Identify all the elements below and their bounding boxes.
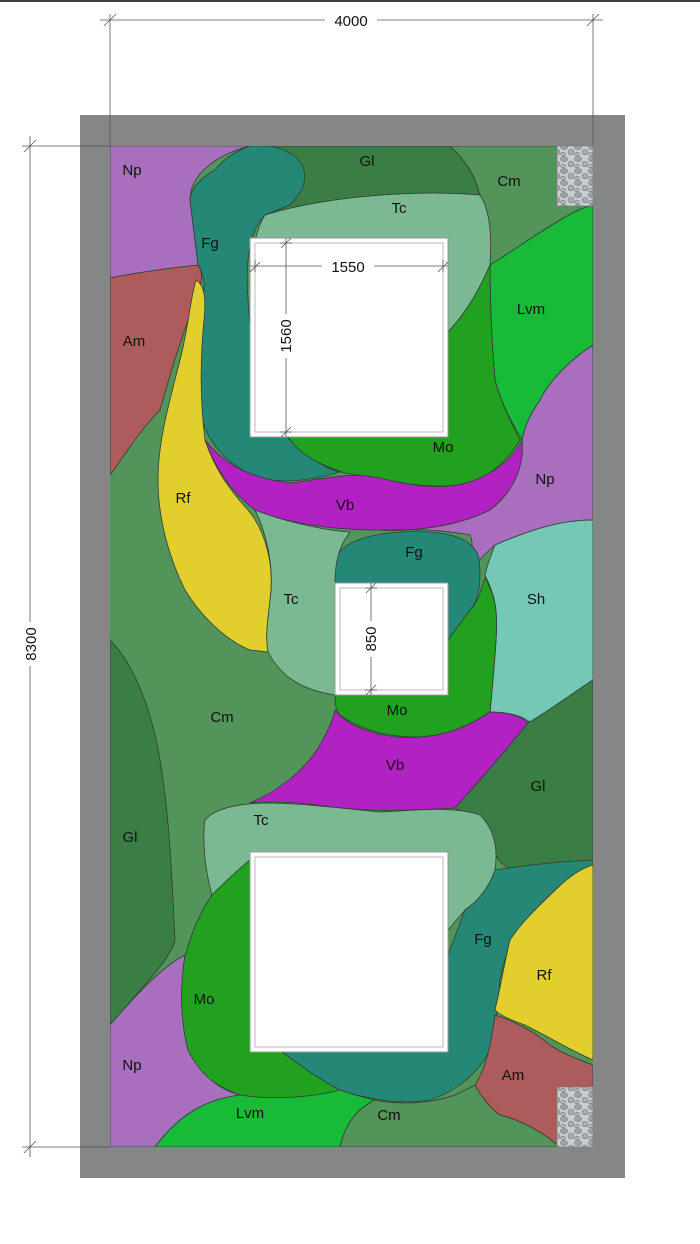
label-lvm-b: Lvm — [236, 1105, 264, 1122]
zone-gl-l — [110, 639, 176, 1026]
label-tc-mid: Tc — [284, 591, 300, 608]
zone-tc-mid — [254, 509, 351, 696]
zone-labels: Np Gl Cm Fg Tc Am Lvm Rf Mo Vb Np Fg Tc … — [122, 153, 554, 1124]
dim-middle-opening-height: 850 — [363, 626, 380, 651]
label-am-l: Am — [123, 333, 146, 350]
openings — [249, 237, 449, 1053]
dim-bg-middle-height — [362, 621, 380, 657]
label-np-bl: Np — [122, 1057, 141, 1074]
label-fg-top: Fg — [201, 235, 219, 252]
zones — [110, 146, 593, 1147]
opening-middle — [334, 582, 449, 696]
label-mo-bot: Mo — [194, 991, 215, 1008]
dim-bg-height — [19, 622, 41, 666]
label-cm-tr: Cm — [497, 173, 520, 190]
zone-gl-r — [454, 679, 593, 871]
label-mo-mid: Mo — [387, 702, 408, 719]
dim-overall-width: 4000 — [334, 13, 367, 30]
dim-bg-upper-height — [277, 314, 295, 358]
label-gl-l: Gl — [123, 829, 138, 846]
gravel-bottom-right — [556, 1086, 594, 1148]
gravel-top-right — [556, 145, 594, 207]
label-sh-r: Sh — [527, 591, 545, 608]
label-vb-top: Vb — [336, 497, 354, 514]
zone-fg-top — [189, 146, 341, 482]
dim-upper-opening-width: 1550 — [331, 259, 364, 276]
label-rf-l: Rf — [176, 490, 192, 507]
label-gl-r: Gl — [531, 778, 546, 795]
zone-cm-b — [339, 1084, 561, 1147]
label-np-r: Np — [535, 471, 554, 488]
zone-mo-top — [287, 264, 521, 487]
zone-rf-r — [494, 864, 593, 1061]
dim-upper-opening-height: 1560 — [278, 319, 295, 352]
label-cm-mid: Cm — [210, 709, 233, 726]
dim-overall-height: 8300 — [23, 627, 40, 660]
label-mo-top: Mo — [433, 439, 454, 456]
label-gl-top: Gl — [360, 153, 375, 170]
label-fg-mid: Fg — [405, 544, 423, 561]
dim-bg-width — [325, 10, 377, 30]
label-lvm-r: Lvm — [517, 301, 545, 318]
label-np-tl: Np — [122, 162, 141, 179]
dim-bg-upper-width — [322, 258, 374, 276]
label-cm-b: Cm — [377, 1107, 400, 1124]
label-tc-bot: Tc — [254, 812, 270, 829]
opening-lower — [249, 851, 449, 1053]
label-fg-bot: Fg — [474, 931, 492, 948]
label-am-br: Am — [502, 1067, 525, 1084]
label-tc-top: Tc — [392, 200, 408, 217]
label-rf-r: Rf — [537, 967, 553, 984]
label-vb-mid: Vb — [386, 757, 404, 774]
